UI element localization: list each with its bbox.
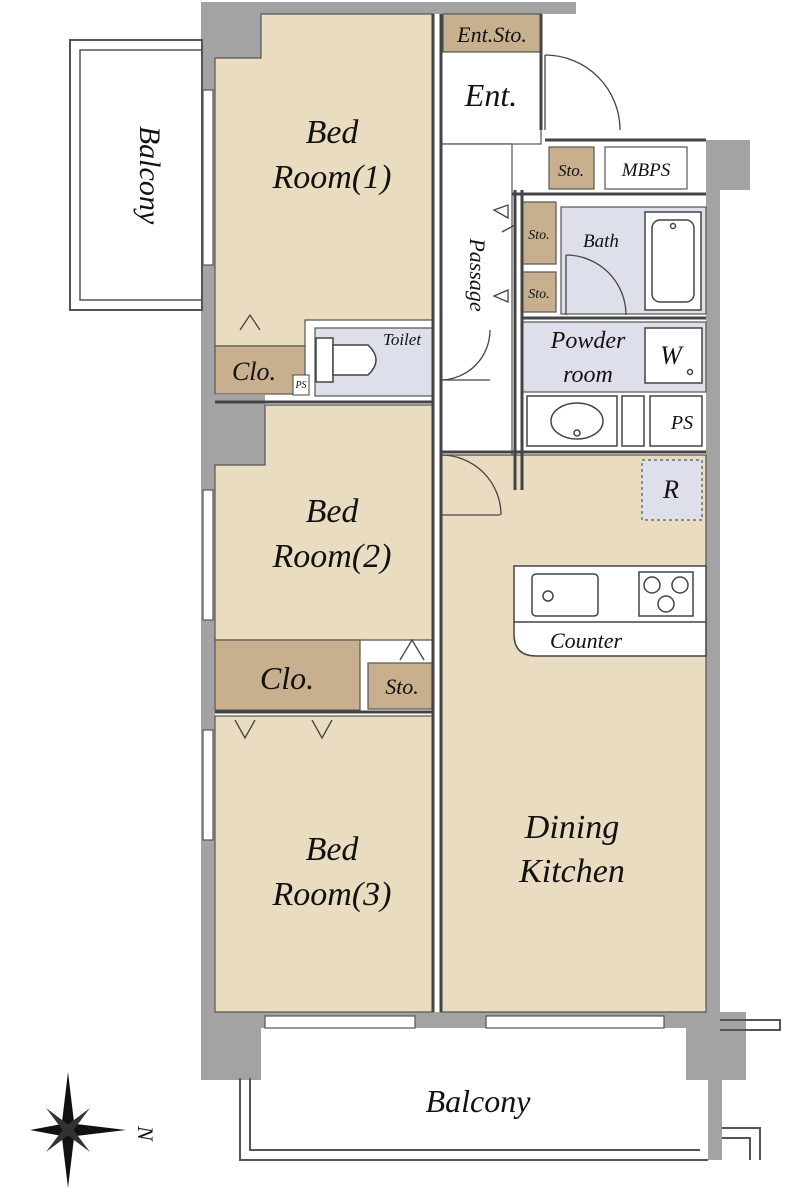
bedroom-3-label-line2: Room(3) (272, 876, 392, 913)
ps-toilet-label: PS (294, 380, 306, 391)
ps-powder-label: PS (670, 412, 693, 434)
closet-1-floor (214, 345, 306, 395)
washer-fixture (644, 327, 703, 384)
storage-bedroom2-label: Sto. (385, 674, 419, 699)
bedroom-3-label-line1: Bed (306, 831, 360, 868)
bath-label: Bath (583, 231, 619, 252)
entrance-storage-label: Ent.Sto. (456, 22, 527, 47)
partition-walls (215, 14, 706, 1012)
refrigerator-space (641, 459, 703, 521)
storage-bath-1-floor (521, 201, 557, 265)
bedroom-2-label-line1: Bed (306, 493, 360, 530)
bedroom-3-floor (214, 715, 434, 1013)
windows (202, 89, 665, 1029)
kitchen-counter (513, 565, 707, 657)
toilet-label: Toilet (383, 330, 422, 349)
washer-label: W (660, 341, 684, 370)
closet-2-label: Clo. (260, 660, 314, 696)
dining-kitchen-floor (440, 454, 707, 1013)
powder-room-label-line1: Powder (550, 328, 626, 354)
balcony-top-label: Balcony (133, 126, 166, 225)
bedroom-2-label-line2: Room(2) (272, 538, 392, 575)
dining-kitchen-label-line2: Kitchen (518, 853, 625, 890)
bathtub (644, 211, 702, 311)
compass-north-label: N (133, 1125, 158, 1142)
toilet-fixture (315, 337, 377, 383)
ps-toilet-box (292, 374, 310, 396)
refrigerator-label: R (662, 475, 679, 504)
counter-label: Counter (550, 628, 623, 653)
wash-basin (526, 395, 645, 447)
entrance-label: Ent. (464, 77, 517, 113)
balcony-top (69, 39, 203, 311)
compass-rose (30, 1072, 126, 1188)
powder-room-label-line2: room (563, 362, 613, 388)
balcony-bottom (239, 1019, 781, 1161)
closet-1-label: Clo. (232, 357, 276, 386)
bedroom-1-label-line1: Bed (306, 114, 360, 151)
storage-hall-label: Sto. (558, 161, 584, 180)
ps-powder-box (649, 395, 703, 447)
storage-bath-2-label: Sto. (528, 287, 549, 302)
storage-bedroom2-floor (367, 662, 433, 710)
mbps-label: MBPS (621, 160, 671, 181)
doors (234, 54, 627, 740)
storage-hall-floor (548, 146, 595, 190)
dining-kitchen-label-line1: Dining (524, 809, 619, 846)
balcony-bottom-label: Balcony (426, 1083, 532, 1119)
storage-bath-1-label: Sto. (528, 228, 549, 243)
mbps-floor (604, 146, 688, 190)
closet-2-floor (214, 639, 361, 711)
bedroom-1-label-line2: Room(1) (272, 159, 392, 196)
passage-label: Passage (465, 237, 490, 312)
